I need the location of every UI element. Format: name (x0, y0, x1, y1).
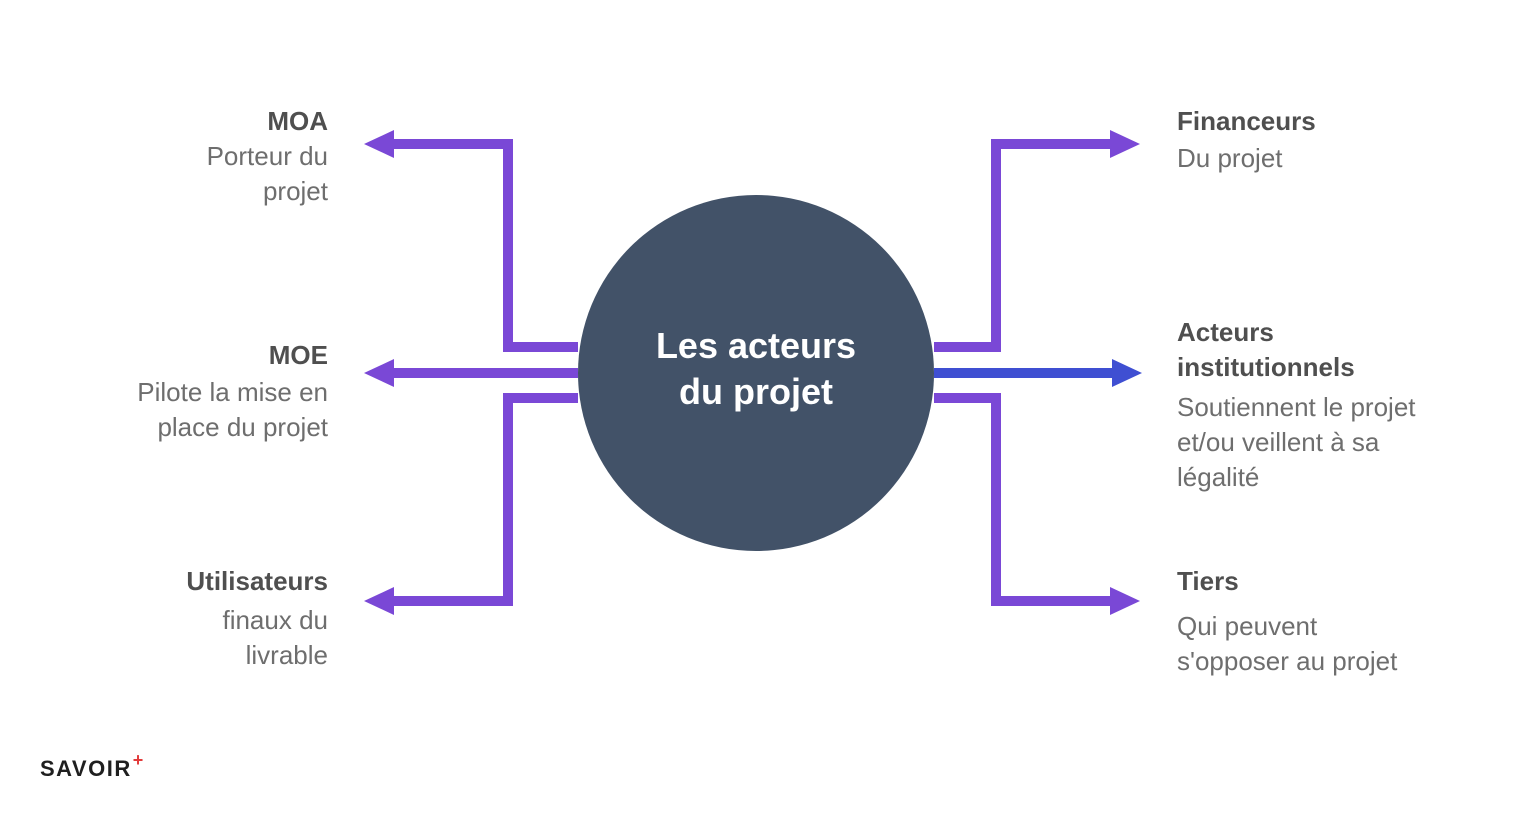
actor-description: finaux du livrable (222, 605, 328, 670)
actor-title: Tiers (1177, 566, 1239, 596)
arrow-to-moa (364, 130, 578, 352)
brand-name: SAVOIR (40, 756, 132, 781)
actor-moa: MOA Porteur du projet (28, 104, 328, 209)
arrow-to-tiers (934, 393, 1140, 615)
actor-acteurs-institutionnels: Acteurs institutionnels Soutiennent le p… (1177, 315, 1507, 495)
actor-title: MOE (268, 340, 328, 370)
center-title: Les acteurs du projet (655, 325, 857, 412)
actor-financeurs: Financeurs Du projet (1177, 104, 1507, 176)
actor-utilisateurs: Utilisateurs finaux du livrable (28, 564, 328, 673)
actor-description: Pilote la mise en place du projet (137, 377, 328, 442)
actor-tiers: Tiers Qui peuvent s'opposer au projet (1177, 564, 1507, 679)
brand-plus-mark: + (132, 750, 145, 770)
actor-moe: MOE Pilote la mise en place du projet (28, 338, 328, 445)
arrow-to-moe (364, 359, 578, 387)
actor-title: Financeurs (1177, 106, 1316, 136)
actor-title: Utilisateurs (186, 566, 328, 596)
arrow-to-utilisateurs (364, 393, 578, 615)
center-circle (578, 195, 934, 551)
arrow-to-financeurs (934, 130, 1140, 352)
actor-title: MOA (267, 106, 328, 136)
actor-title: Acteurs institutionnels (1177, 317, 1355, 382)
brand-logo: SAVOIR+ (40, 750, 145, 782)
actor-description: Qui peuvent s'opposer au projet (1177, 611, 1398, 676)
actor-description: Porteur du projet (206, 141, 328, 206)
actor-description: Du projet (1177, 143, 1283, 173)
arrow-to-acteurs-institutionnels (934, 359, 1142, 387)
actor-description: Soutiennent le projet et/ou veillent à s… (1177, 392, 1416, 492)
